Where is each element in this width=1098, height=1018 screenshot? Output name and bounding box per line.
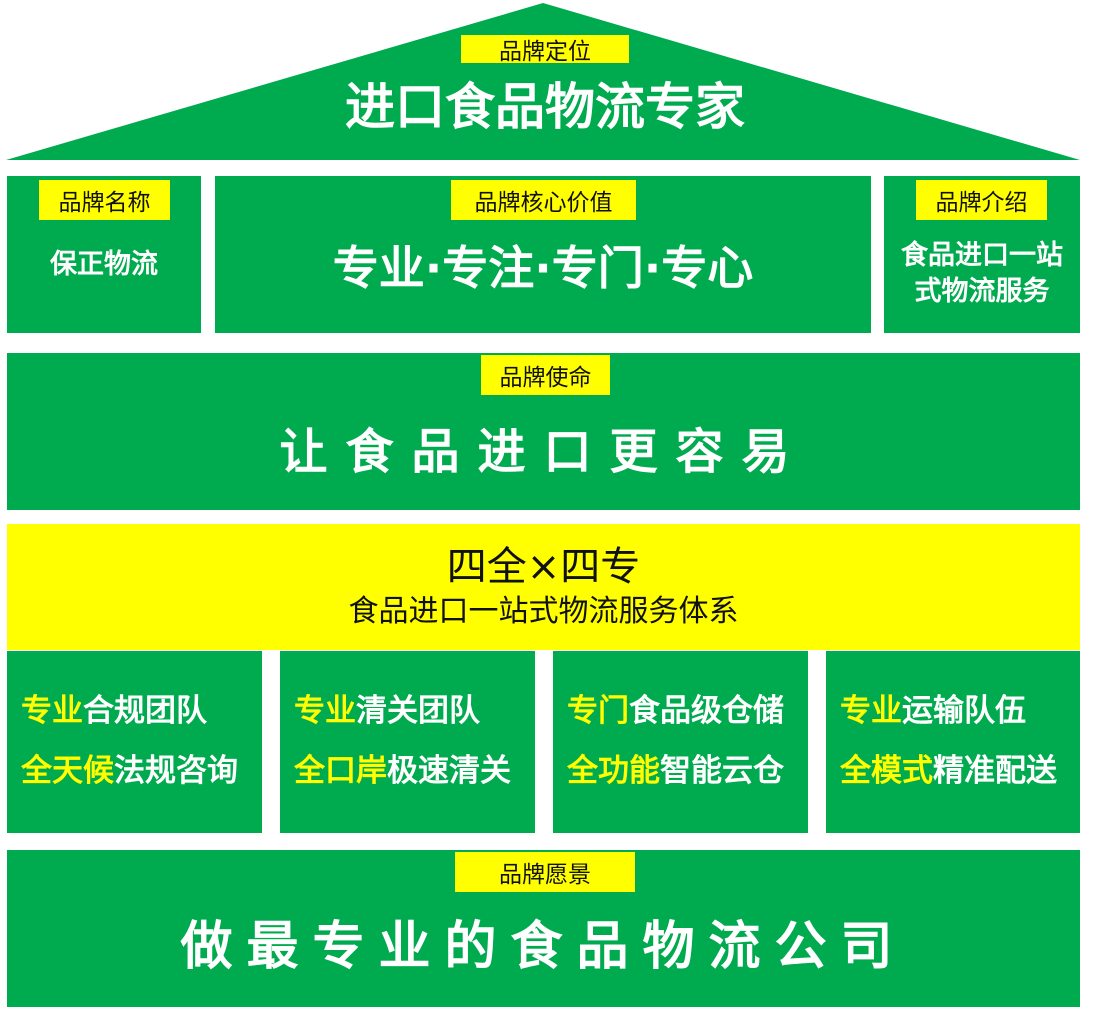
cell-line-1: 专业清关团队	[294, 685, 480, 730]
cell-highlight: 专业	[21, 693, 83, 729]
cell-text: 合规团队	[83, 693, 207, 729]
cell-text: 清关团队	[356, 693, 480, 729]
brand-intro-line-2: 式物流服务	[914, 276, 1050, 307]
positioning-text: 进口食品物流专家	[345, 78, 745, 136]
service-system-subtitle: 食品进口一站式物流服务体系	[348, 594, 739, 629]
cell-text: 法规咨询	[114, 753, 238, 789]
cell-highlight: 全天候	[21, 753, 114, 789]
cell-text: 食品级仓储	[629, 693, 784, 729]
service-system-title: 四全×四专	[446, 544, 641, 590]
cell-highlight: 专业	[840, 693, 902, 729]
service-cell-warehouse: 专门食品级仓储 全功能智能云仓	[553, 651, 808, 833]
cell-text: 精准配送	[933, 753, 1057, 789]
brand-mission-box: 品牌使命 让食品进口更容易	[7, 353, 1080, 510]
cell-line-1: 专业运输队伍	[840, 685, 1026, 730]
cell-highlight: 专门	[567, 693, 629, 729]
brand-name-text: 保正物流	[50, 249, 158, 280]
service-system-band: 四全×四专 食品进口一站式物流服务体系	[7, 524, 1080, 650]
cell-text: 运输队伍	[902, 693, 1026, 729]
cell-line-1: 专业合规团队	[21, 685, 207, 730]
brand-core-value-box: 品牌核心价值 专业·专注·专门·专心	[215, 176, 871, 333]
cell-line-1: 专门食品级仓储	[567, 685, 784, 730]
service-cell-customs: 专业清关团队 全口岸极速清关	[280, 651, 535, 833]
brand-mission-text: 让食品进口更容易	[279, 424, 808, 480]
brand-name-box: 品牌名称 保正物流	[7, 176, 201, 333]
cell-line-2: 全功能智能云仓	[567, 745, 784, 790]
brand-intro-box: 品牌介绍 食品进口一站 式物流服务	[884, 176, 1080, 333]
positioning-tag: 品牌定位	[461, 35, 629, 65]
brand-vision-box: 品牌愿景 做最专业的食品物流公司	[7, 850, 1080, 1007]
cell-text: 极速清关	[387, 753, 511, 789]
cell-line-2: 全模式精准配送	[840, 745, 1057, 790]
brand-mission-tag: 品牌使命	[481, 355, 610, 395]
brand-vision-text: 做最专业的食品物流公司	[180, 917, 907, 977]
roof-triangle	[6, 3, 1080, 160]
cell-line-2: 全天候法规咨询	[21, 745, 238, 790]
service-cell-transport: 专业运输队伍 全模式精准配送	[826, 651, 1080, 833]
cell-text: 智能云仓	[660, 753, 784, 789]
cell-highlight: 全口岸	[294, 753, 387, 789]
cell-highlight: 全功能	[567, 753, 660, 789]
brand-intro-tag: 品牌介绍	[916, 180, 1047, 220]
brand-vision-tag: 品牌愿景	[455, 852, 635, 892]
brand-core-value-text: 专业·专注·专门·专心	[332, 241, 754, 295]
brand-core-value-tag: 品牌核心价值	[451, 180, 636, 220]
service-cell-compliance: 专业合规团队 全天候法规咨询	[7, 651, 262, 833]
cell-highlight: 专业	[294, 693, 356, 729]
brand-intro-line-1: 食品进口一站	[901, 240, 1063, 271]
brand-name-tag: 品牌名称	[39, 180, 170, 220]
cell-highlight: 全模式	[840, 753, 933, 789]
cell-line-2: 全口岸极速清关	[294, 745, 511, 790]
